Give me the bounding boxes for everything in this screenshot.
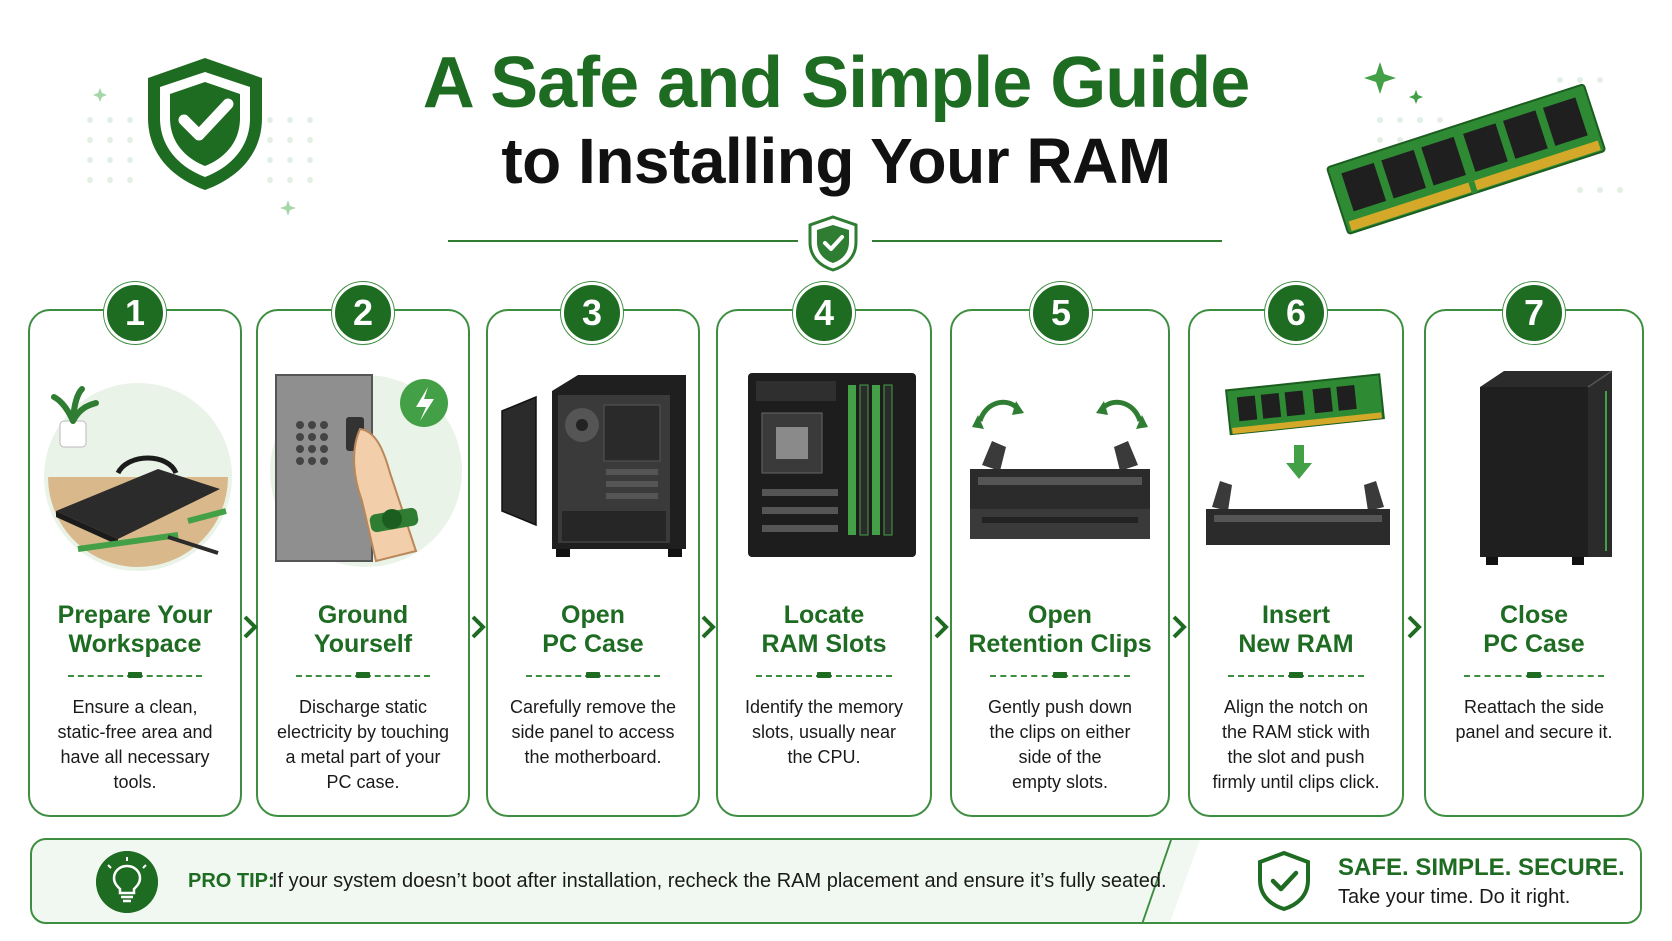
secure-title: SAFE. SIMPLE. SECURE. [1338, 854, 1625, 881]
lightbulb-icon [96, 851, 158, 913]
decorative-dots [87, 88, 313, 216]
antistatic-wrist-strap-icon [270, 374, 462, 567]
step-number-badge: 4 [793, 282, 855, 344]
step-number-badge: 2 [332, 282, 394, 344]
open-pc-case-icon [501, 375, 686, 557]
step-number-badge: 6 [1265, 282, 1327, 344]
chevron-right-icon [934, 615, 949, 639]
pro-tip-text: If your system doesn’t boot after instal… [272, 870, 1167, 892]
page-subtitle: to Installing Your RAM [501, 125, 1171, 197]
ram-module-icon [1326, 83, 1606, 235]
chevron-right-icon [243, 615, 258, 639]
step-number-badge: 1 [104, 282, 166, 344]
chevron-right-icon [1172, 615, 1187, 639]
decorative-dots [1364, 62, 1623, 193]
chevron-right-icon [471, 615, 486, 639]
step-number-badge: 7 [1503, 282, 1565, 344]
retention-clips-icon [970, 399, 1150, 539]
shield-check-icon [808, 215, 858, 272]
insert-ram-icon [1206, 373, 1390, 545]
chevron-right-icon [1407, 615, 1422, 639]
step-number-badge: 3 [561, 282, 623, 344]
closed-pc-case-icon [1480, 370, 1613, 565]
workspace-mat-icon [44, 383, 232, 571]
secure-subtitle: Take your time. Do it right. [1338, 886, 1571, 908]
divider-line [872, 240, 1222, 242]
shield-check-icon [148, 58, 262, 190]
step-number-badge: 5 [1030, 282, 1092, 344]
chevron-right-icon [701, 615, 716, 639]
motherboard-icon [748, 373, 916, 557]
pro-tip-label: PRO TIP: [188, 870, 275, 892]
footer-banner: PRO TIP: If your system doesn’t boot aft… [30, 838, 1642, 924]
divider-line [448, 240, 798, 242]
page-title: A Safe and Simple Guide [422, 43, 1251, 123]
shield-check-icon [1258, 850, 1310, 912]
